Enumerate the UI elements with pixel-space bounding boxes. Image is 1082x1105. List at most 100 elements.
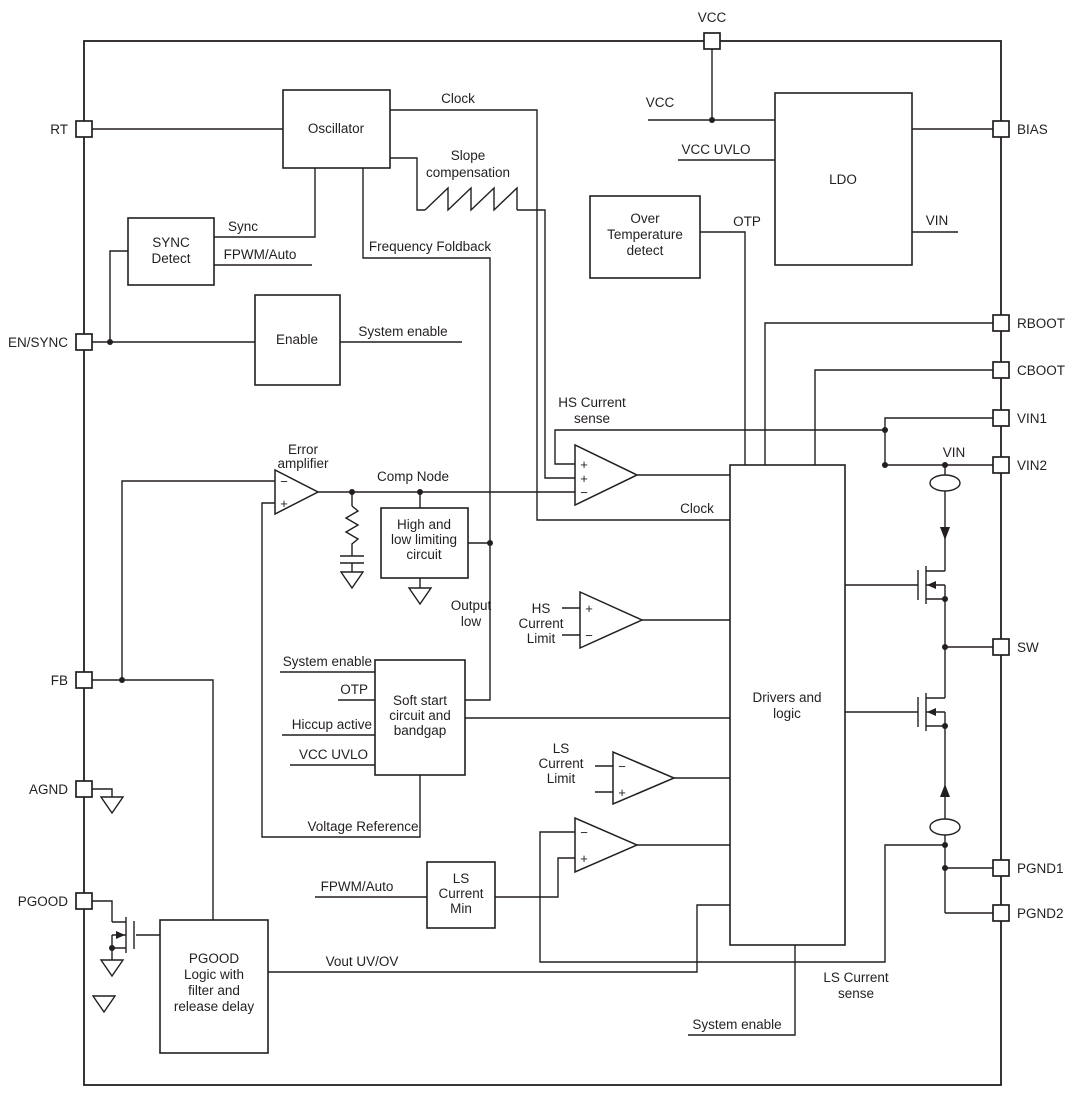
label-hiccup-active: Hiccup active (292, 717, 372, 732)
mosfet-arrow-icon (116, 931, 125, 939)
pin-rt: RT (50, 120, 93, 138)
label-hs-current-limit: HS (532, 601, 551, 616)
svg-text:filter and: filter and (188, 983, 240, 998)
label-ls-current-limit: LS (553, 741, 570, 756)
svg-text:bandgap: bandgap (394, 723, 447, 738)
ground-icon (339, 571, 365, 590)
svg-text:LDO: LDO (829, 172, 857, 187)
pin-pgnd2: PGND2 (992, 904, 1064, 922)
label-output-low: Output (451, 598, 492, 613)
chip-outline (83, 40, 1002, 1086)
svg-text:VIN2: VIN2 (1017, 458, 1047, 473)
pin-agnd: AGND (29, 780, 93, 798)
svg-text:CBOOT: CBOOT (1017, 363, 1065, 378)
svg-text:VIN1: VIN1 (1017, 411, 1047, 426)
svg-text:sense: sense (838, 986, 874, 1001)
svg-text:Limit: Limit (527, 631, 556, 646)
ground-icon (407, 587, 433, 606)
label-hs-current-sense: HS Current (558, 395, 626, 410)
label-vcc-uvlo: VCC UVLO (681, 142, 750, 157)
svg-text:release delay: release delay (174, 999, 255, 1014)
block-drivers-logic: Drivers and logic (729, 464, 846, 946)
svg-text:−: − (585, 628, 593, 643)
label-clock: Clock (441, 91, 475, 106)
pin-vcc: VCC (698, 10, 726, 50)
svg-text:RT: RT (50, 122, 68, 137)
svg-text:compensation: compensation (426, 165, 510, 180)
label-vin-right: VIN (943, 445, 966, 460)
label-otp-ss: OTP (340, 682, 368, 697)
svg-text:LS: LS (453, 871, 470, 886)
block-oscillator-label: Oscillator (308, 121, 365, 136)
svg-text:Enable: Enable (276, 332, 318, 347)
block-ls-current-min: LS Current Min (426, 861, 496, 929)
svg-text:logic: logic (773, 706, 801, 721)
hs-current-sense-comparator: + + − (574, 443, 639, 507)
svg-text:Detect: Detect (151, 251, 190, 266)
ground-icon (91, 995, 117, 1014)
block-oscillator: Oscillator (282, 89, 391, 169)
ground-icon (99, 796, 125, 815)
signal-labels: Clock Slope compensation Sync FPWM/Auto … (224, 91, 966, 1032)
label-voltage-reference: Voltage Reference (307, 819, 418, 834)
svg-text:AGND: AGND (29, 782, 68, 797)
svg-text:PGND2: PGND2 (1017, 906, 1064, 921)
high-side-mosfet (845, 566, 946, 698)
pin-fb: FB (51, 671, 93, 689)
svg-text:Limit: Limit (547, 771, 576, 786)
blocks: Oscillator SYNC Detect Enable Over Tempe… (127, 89, 913, 1054)
hs-current-limit-comparator: + − (579, 590, 644, 650)
mosfets (111, 566, 946, 960)
error-amp-minus: − (280, 474, 288, 489)
svg-text:Current: Current (518, 616, 563, 631)
label-clock-drivers: Clock (680, 501, 714, 516)
wires (92, 49, 993, 1036)
block-high-low-limiting: High and low limiting circuit (380, 507, 469, 579)
svg-text:+: + (585, 601, 593, 616)
svg-text:Temperature: Temperature (607, 227, 683, 242)
ls-current-limit-comparator: − + (612, 750, 676, 806)
comparators: − + + + − + − − + − + (274, 443, 676, 874)
pin-cboot: CBOOT (992, 361, 1065, 379)
pin-rboot: RBOOT (992, 314, 1065, 332)
svg-text:Current: Current (538, 756, 583, 771)
svg-text:PGOOD: PGOOD (189, 951, 240, 966)
label-error-amplifier: Error (288, 442, 319, 457)
label-ls-current-sense: LS Current (823, 970, 889, 985)
label-frequency-foldback: Frequency Foldback (369, 239, 492, 254)
svg-text:+: + (618, 785, 626, 800)
svg-text:+: + (580, 471, 588, 486)
pin-pgood: PGOOD (18, 892, 93, 910)
hs-current-sense-element (929, 474, 961, 492)
block-pgood-logic: PGOOD Logic with filter and release dela… (159, 919, 269, 1054)
current-arrow-down-icon (940, 527, 950, 540)
pin-en-sync: EN/SYNC (8, 333, 93, 351)
pin-vin1: VIN1 (992, 409, 1047, 427)
label-fpwm-auto: FPWM/Auto (224, 247, 297, 262)
label-vcc: VCC (646, 95, 675, 110)
block-ldo: LDO (774, 92, 913, 266)
svg-text:Current: Current (438, 886, 483, 901)
svg-text:RBOOT: RBOOT (1017, 316, 1065, 331)
svg-text:Soft start: Soft start (393, 693, 447, 708)
svg-text:BIAS: BIAS (1017, 122, 1048, 137)
junction-dots (107, 117, 948, 951)
label-sync: Sync (228, 219, 258, 234)
error-amplifier-opamp: − + (274, 468, 320, 516)
svg-text:EN/SYNC: EN/SYNC (8, 335, 68, 350)
svg-text:High and: High and (397, 517, 451, 532)
svg-text:SYNC: SYNC (152, 235, 190, 250)
ground-icon (99, 959, 125, 978)
svg-text:PGOOD: PGOOD (18, 894, 69, 909)
svg-text:Min: Min (450, 901, 472, 916)
label-vin: VIN (926, 213, 949, 228)
block-sync-detect: SYNC Detect (127, 217, 215, 286)
ls-current-sense-element (929, 818, 961, 836)
current-sense-elements (929, 474, 961, 836)
svg-text:circuit: circuit (406, 547, 442, 562)
mosfet-arrow-icon (927, 581, 936, 589)
low-side-mosfet (845, 693, 946, 913)
pin-bias: BIAS (992, 120, 1048, 138)
pins: VCC RT EN/SYNC FB AGND PGOOD BIAS RBOOT (8, 10, 1065, 922)
